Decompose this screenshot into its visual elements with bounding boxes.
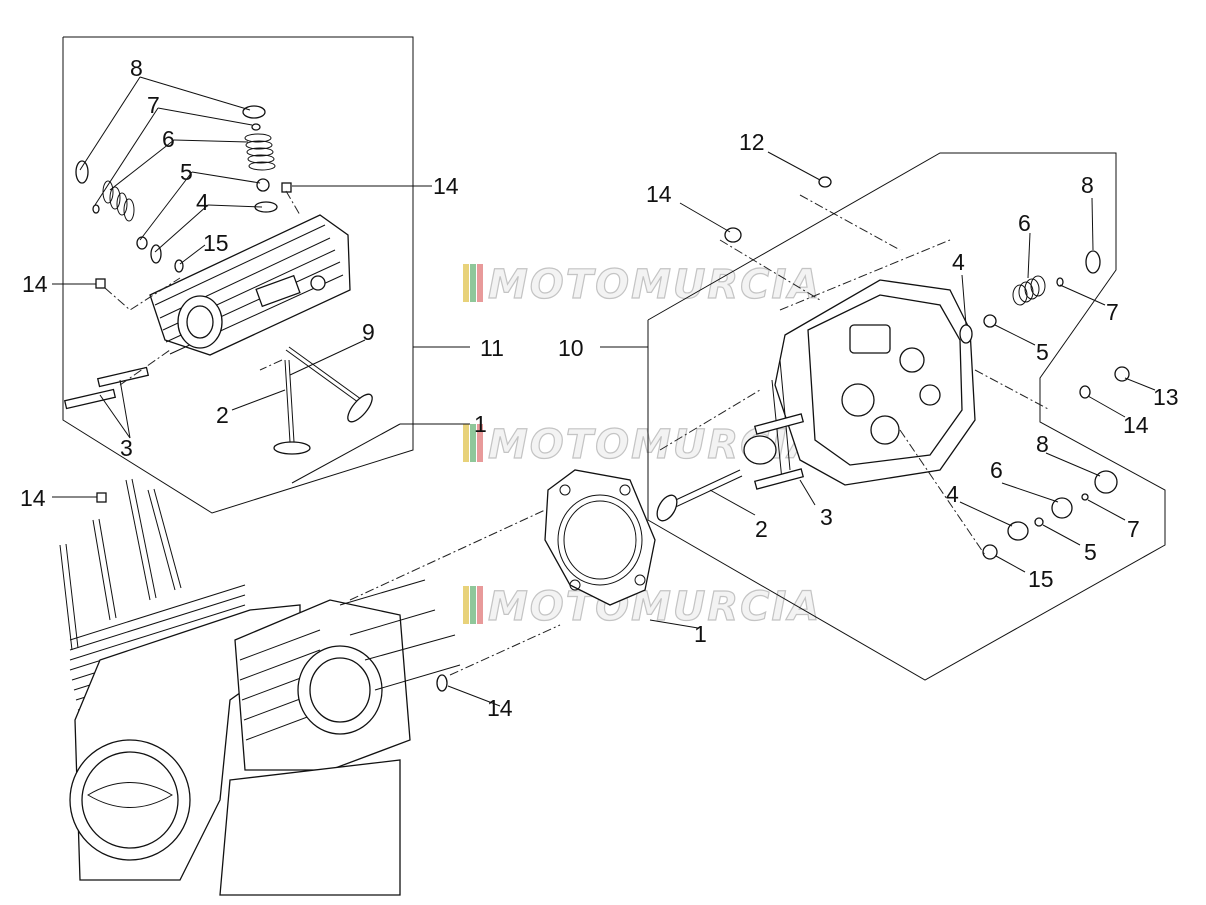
callout-5: 5 <box>180 159 193 185</box>
callout-14: 14 <box>646 181 672 207</box>
callout-12: 12 <box>739 129 765 155</box>
head-gasket: 1 <box>544 469 707 647</box>
callout-14: 14 <box>22 271 48 297</box>
callout-14: 14 <box>433 173 459 199</box>
left-cylinder-head <box>149 214 351 356</box>
callout-3: 3 <box>820 504 833 530</box>
callout-4: 4 <box>946 481 959 507</box>
left-group-frame <box>62 36 414 514</box>
callout-11: 11 <box>480 335 504 361</box>
right-callout-labels: 12 14 10 4 6 8 7 5 13 14 8 6 4 7 5 15 2 … <box>558 129 1179 592</box>
callout-5: 5 <box>1084 539 1097 565</box>
callout-14: 14 <box>20 485 46 511</box>
callout-5: 5 <box>1036 339 1049 365</box>
callout-3: 3 <box>120 435 133 461</box>
callout-8: 8 <box>1081 172 1094 198</box>
right-cylinder-head <box>771 279 976 486</box>
callout-1: 1 <box>474 411 487 437</box>
callout-6: 6 <box>990 457 1003 483</box>
callout-9: 9 <box>362 319 375 345</box>
callout-14: 14 <box>1123 412 1149 438</box>
callout-6: 6 <box>1018 210 1031 236</box>
callout-2: 2 <box>755 516 768 542</box>
left-leader-lines <box>52 76 470 439</box>
callout-8: 8 <box>1036 431 1049 457</box>
callout-15: 15 <box>203 230 229 256</box>
right-group-frame <box>647 152 1166 681</box>
right-leader-lines <box>600 151 1156 573</box>
callout-13: 13 <box>1153 384 1179 410</box>
engine-block: 14 14 <box>20 478 513 896</box>
callout-8: 8 <box>130 55 143 81</box>
callout-10: 10 <box>558 335 584 361</box>
watermark-bottom: MOTOMURCIA <box>463 583 821 631</box>
callout-2: 2 <box>216 402 229 428</box>
watermark-top: MOTOMURCIA <box>463 261 821 309</box>
callout-4: 4 <box>952 249 965 275</box>
callout-15: 15 <box>1028 566 1054 592</box>
callout-7: 7 <box>147 92 160 118</box>
callout-1: 1 <box>694 621 707 647</box>
left-valves <box>63 346 401 484</box>
callout-14: 14 <box>487 695 513 721</box>
left-callout-labels: 8 7 6 5 4 15 14 14 9 11 2 3 1 <box>22 55 504 461</box>
svg-text:MOTOMURCIA: MOTOMURCIA <box>488 584 821 630</box>
callout-7: 7 <box>1127 516 1140 542</box>
svg-text:MOTOMURCIA: MOTOMURCIA <box>488 262 821 308</box>
callout-7: 7 <box>1106 299 1119 325</box>
callout-4: 4 <box>196 189 209 215</box>
assembly-lines <box>349 194 901 676</box>
callout-6: 6 <box>162 126 175 152</box>
